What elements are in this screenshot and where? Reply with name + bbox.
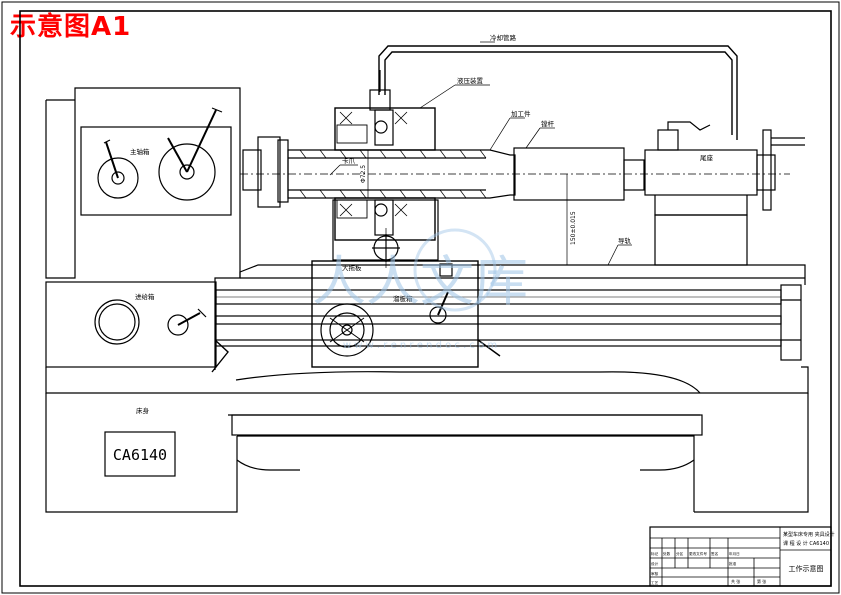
label-height: 150±0.015 — [570, 211, 577, 245]
label-workpiece: 加工件 — [511, 109, 531, 118]
dimension-lines — [329, 41, 632, 266]
title-block-drawing-title: 工作示意图 — [789, 564, 824, 573]
centre-lines — [240, 173, 790, 270]
label-coolant-pipe: 冷却管路 — [490, 33, 517, 42]
title-block-cell: 签名 — [711, 551, 719, 556]
title-block-cell: 年月日 — [729, 551, 740, 556]
watermark-text: 人人文库 — [312, 250, 528, 313]
label-model: CA6140 — [113, 446, 167, 464]
title-block-cell: 更改文件号 — [689, 551, 707, 556]
title-block — [649, 526, 832, 587]
title-block-cell: 分区 — [676, 551, 684, 556]
label-hydraulic-device: 液压装置 — [457, 76, 484, 85]
label-carriage: 大拖板 — [342, 263, 362, 272]
label-tool-bar: 镗杆 — [541, 119, 555, 128]
label-headstock: 主轴箱 — [130, 147, 150, 156]
label-diameter: Φ72.5 — [360, 165, 367, 183]
label-tailstock: 尾座 — [700, 153, 714, 162]
inner-border — [19, 10, 832, 587]
title-block-cell: 批准 — [729, 561, 737, 566]
title-block-cell: 处数 — [663, 551, 671, 556]
title-block-cell: 标记 — [651, 551, 659, 556]
watermark: 人人文库 w w w . r e n r e n d o c . c o m — [312, 228, 528, 351]
title-block-cell: 共 张 — [731, 578, 740, 584]
watermark-url: w w w . r e n r e n d o c . c o m — [343, 340, 497, 351]
label-apron: 溜板箱 — [393, 294, 413, 303]
sheet-title: 示意图A1 — [10, 12, 132, 42]
title-block-project-2: 课 程 设 计 CA6140 — [783, 540, 829, 547]
label-grip: 卡爪 — [342, 156, 356, 165]
title-block-cell: 工艺 — [651, 580, 659, 585]
part-labels: 冷却管路 液压装置 加工件 镗杆 尾座 主轴箱 卡爪 导轨 大拖板 进给箱 溜板… — [113, 33, 714, 464]
label-guide-rail: 导轨 — [618, 236, 632, 245]
label-feed-box: 进给箱 — [135, 292, 155, 301]
title-block-text: 某型车床专用 夹具设计 课 程 设 计 CA6140 工作示意图 标记 处数 分… — [651, 531, 835, 585]
title-block-cell: 审核 — [651, 571, 659, 576]
title-block-project-1: 某型车床专用 夹具设计 — [783, 531, 835, 538]
title-block-cell: 第 张 — [757, 578, 766, 584]
title-block-cell: 设计 — [651, 561, 659, 566]
label-bed: 床身 — [136, 406, 150, 415]
machine-body — [45, 45, 809, 513]
